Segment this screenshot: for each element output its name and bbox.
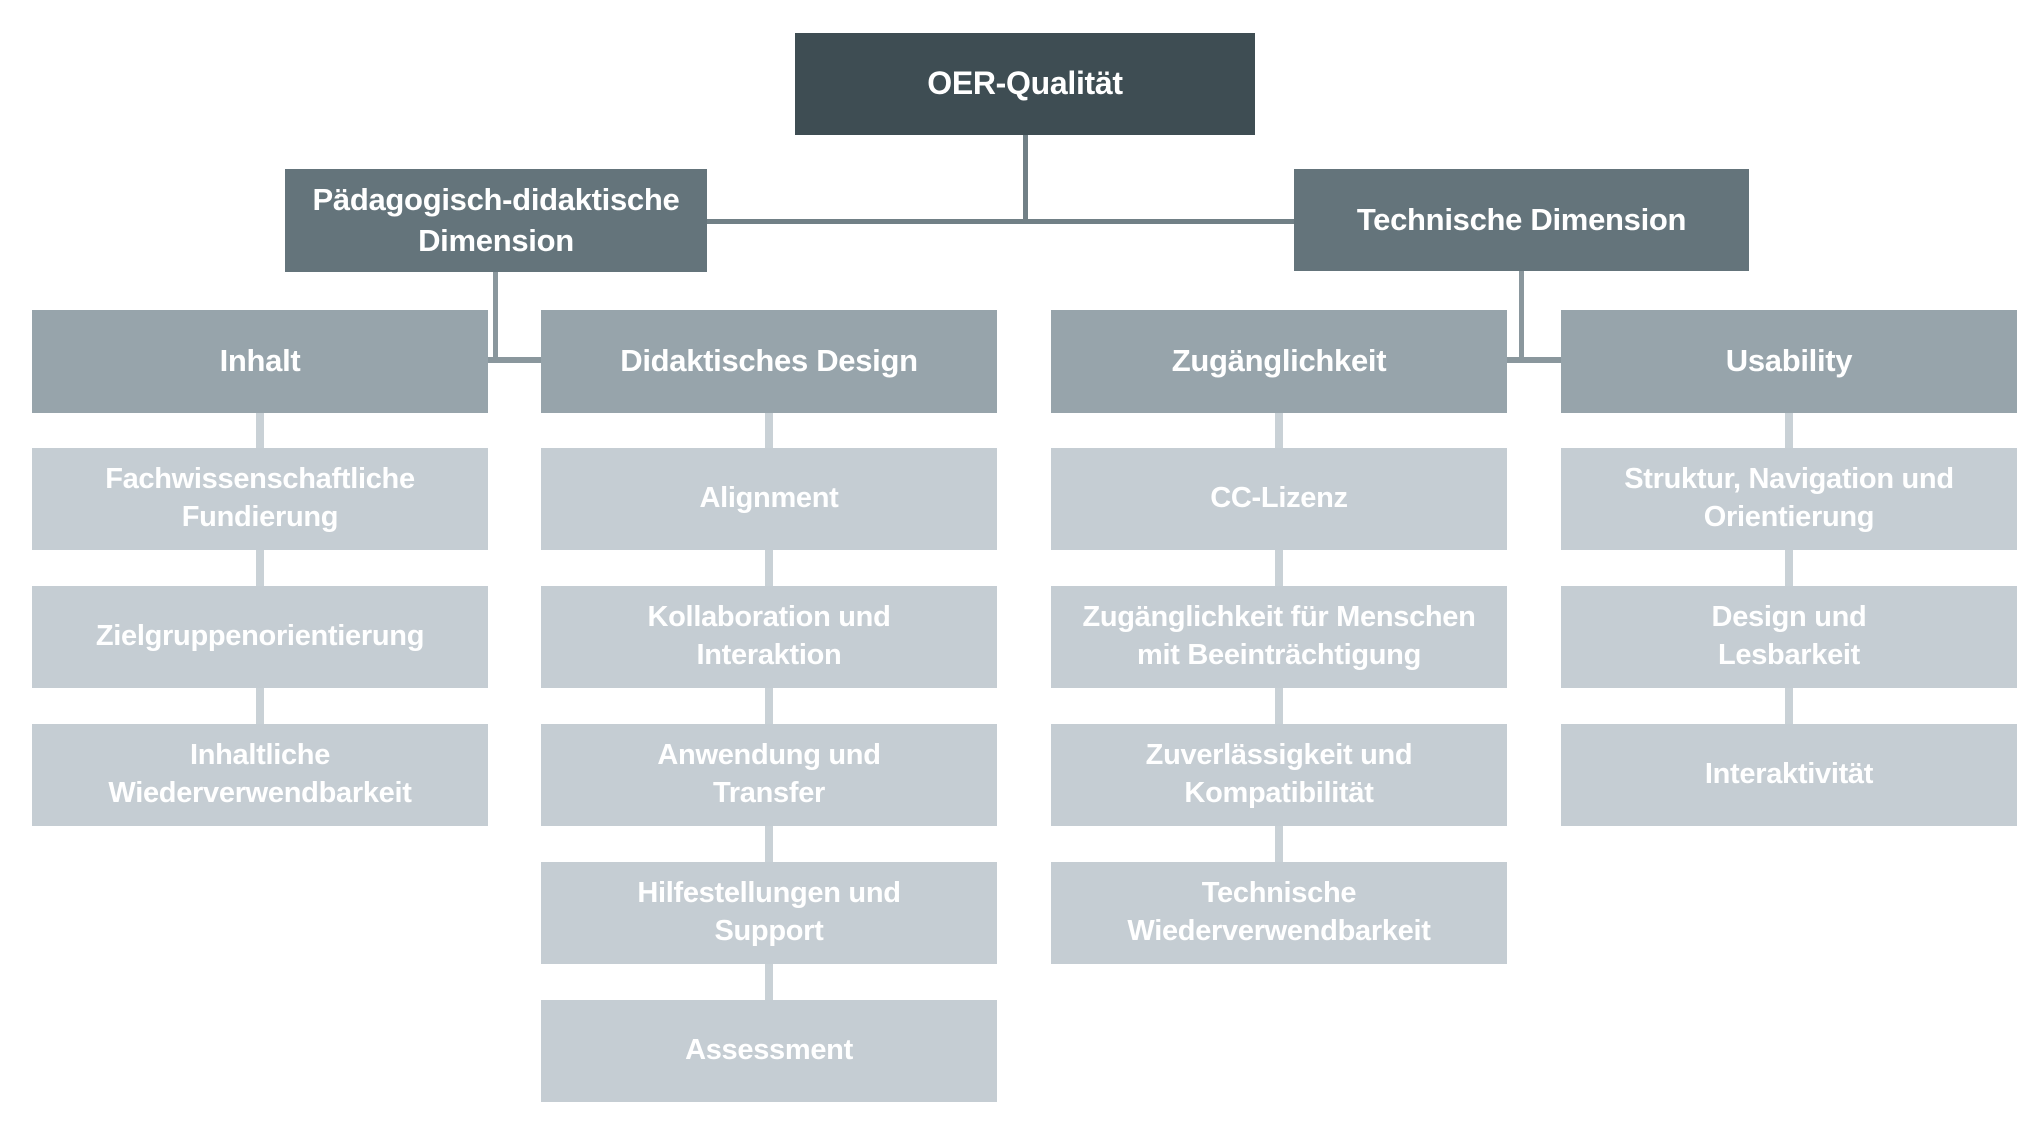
item-box-alignment: Alignment — [541, 448, 997, 550]
item-box-technische-wiederverwendbarkeit: Technische Wiederverwendbarkeit — [1051, 862, 1507, 964]
item-box-inhaltliche-wiederverwendbarkeit: Inhaltliche Wiederverwendbarkeit — [32, 724, 488, 826]
category-box-didaktisches-design: Didaktisches Design — [541, 310, 997, 413]
connector-dimension-left-horizontal — [488, 357, 541, 363]
connector-dimension-right-vertical — [1519, 271, 1524, 360]
item-box-fachwissenschaftliche-fundierung: Fachwissenschaftliche Fundierung — [32, 448, 488, 550]
category-box-usability: Usability — [1561, 310, 2017, 413]
connector-col1-drop-1 — [256, 413, 264, 448]
item-box-kollaboration-und-interaktion: Kollaboration und Interaktion — [541, 586, 997, 688]
connector-col4-drop-2 — [1785, 550, 1793, 586]
connector-root-horizontal — [707, 219, 1294, 224]
item-box-anwendung-und-transfer: Anwendung und Transfer — [541, 724, 997, 826]
connector-col2-drop-3 — [765, 688, 773, 724]
root-box-oer-qualitaet: OER-Qualität — [795, 33, 1255, 135]
item-box-zugaenglichkeit-fuer-menschen: Zugänglichkeit für Menschen mit Beeinträ… — [1051, 586, 1507, 688]
connector-root-vertical — [1023, 135, 1028, 221]
connector-col2-drop-4 — [765, 826, 773, 862]
item-box-hilfestellungen-und-support: Hilfestellungen und Support — [541, 862, 997, 964]
item-box-zuverlaessigkeit-und-kompatibilitaet: Zuverlässigkeit und Kompatibilität — [1051, 724, 1507, 826]
connector-dimension-left-vertical — [493, 272, 498, 360]
connector-col1-drop-2 — [256, 550, 264, 586]
item-box-zielgruppenorientierung: Zielgruppenorientierung — [32, 586, 488, 688]
connector-col3-drop-1 — [1275, 413, 1283, 448]
item-box-assessment: Assessment — [541, 1000, 997, 1102]
connector-col1-drop-3 — [256, 688, 264, 724]
item-box-design-und-lesbarkeit: Design und Lesbarkeit — [1561, 586, 2017, 688]
connector-dimension-right-horizontal — [1507, 357, 1561, 363]
connector-col4-drop-3 — [1785, 688, 1793, 724]
connector-col3-drop-2 — [1275, 550, 1283, 586]
item-box-cc-lizenz: CC-Lizenz — [1051, 448, 1507, 550]
item-box-interaktivitaet: Interaktivität — [1561, 724, 2017, 826]
connector-col2-drop-5 — [765, 964, 773, 1000]
connector-col4-drop-1 — [1785, 413, 1793, 448]
item-box-struktur-navigation-orientierung: Struktur, Navigation und Orientierung — [1561, 448, 2017, 550]
dimension-box-paedagogisch-didaktisch: Pädagogisch-didaktische Dimension — [285, 169, 707, 272]
connector-col3-drop-4 — [1275, 826, 1283, 862]
connector-col2-drop-1 — [765, 413, 773, 448]
dimension-box-technisch: Technische Dimension — [1294, 169, 1749, 271]
connector-col3-drop-3 — [1275, 688, 1283, 724]
category-box-inhalt: Inhalt — [32, 310, 488, 413]
connector-col2-drop-2 — [765, 550, 773, 586]
category-box-zugaenglichkeit: Zugänglichkeit — [1051, 310, 1507, 413]
